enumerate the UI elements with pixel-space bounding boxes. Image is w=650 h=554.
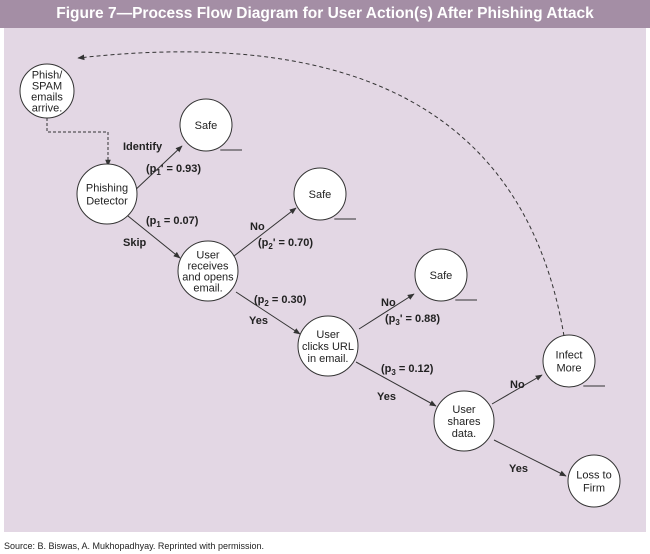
- edge-detector-to-user-opens: [127, 215, 181, 259]
- node-phish-spam-emails-circle: [19, 63, 75, 119]
- node-user-receives-opens-text: email.: [193, 283, 222, 295]
- node-user-receives-opens-text: receives: [188, 261, 229, 273]
- process-flow-diagram: Phish/SPAMemailsarrive.PhishingDetectorS…: [4, 28, 646, 532]
- node-safe-2: Safe: [293, 167, 356, 221]
- diagram-background: [4, 28, 646, 532]
- label-no-2: No: [381, 297, 396, 309]
- node-safe-1: Safe: [179, 98, 242, 152]
- node-safe-3: Safe: [414, 248, 477, 302]
- node-phish-spam-emails-text: SPAM: [32, 81, 62, 93]
- prob-p2: (p2 = 0.30): [254, 294, 307, 308]
- edge-phish-to-detector: [46, 118, 111, 167]
- prob-p3-prime: (p3' = 0.88): [385, 313, 440, 327]
- node-infect-more-text: More: [556, 363, 581, 375]
- edge-user-clicks-to-user-shares: [355, 361, 437, 407]
- node-safe-1-text: Safe: [195, 120, 218, 132]
- edge-user-clicks-to-safe3: [358, 293, 415, 330]
- node-user-clicks-url-circle: [297, 315, 359, 377]
- node-safe-3-text: Safe: [430, 270, 453, 282]
- node-user-clicks-url-text: clicks URL: [302, 341, 354, 353]
- node-safe-3-circle: [414, 248, 468, 302]
- node-user-shares-data-text: data.: [452, 428, 476, 440]
- node-safe-2-text: Safe: [309, 189, 332, 201]
- edge-user-shares-to-infect: [491, 374, 543, 405]
- node-loss-to-firm-text: Firm: [583, 483, 605, 495]
- prob-p1-prime: (p1' = 0.93): [146, 163, 201, 177]
- node-phishing-detector-text: Detector: [86, 196, 128, 208]
- edge-user-shares-to-loss: [493, 439, 567, 477]
- node-phishing-detector-circle: [76, 163, 138, 225]
- node-infect-more-text: Infect: [556, 350, 583, 362]
- node-user-clicks-url-text: in email.: [308, 353, 349, 365]
- node-loss-to-firm-text: Loss to: [576, 470, 611, 482]
- node-phish-spam-emails-text: Phish/: [32, 70, 64, 82]
- node-user-shares-data-circle: [433, 390, 495, 452]
- node-safe-2-circle: [293, 167, 347, 221]
- label-yes-2: Yes: [377, 391, 396, 403]
- edge-user-opens-to-safe2: [233, 207, 297, 257]
- node-loss-to-firm-circle: [567, 454, 621, 508]
- node-user-shares-data-text: User: [452, 404, 476, 416]
- source-note: Source: B. Biswas, A. Mukhopadhyay. Repr…: [4, 541, 264, 551]
- node-user-clicks-url-text: User: [316, 329, 340, 341]
- node-phishing-detector-text: Phishing: [86, 183, 128, 195]
- node-user-receives-opens-text: User: [196, 250, 220, 262]
- label-no-1: No: [250, 221, 265, 233]
- label-yes-1: Yes: [249, 315, 268, 327]
- node-phish-spam-emails-text: arrive.: [32, 103, 63, 115]
- label-no-3: No: [510, 379, 525, 391]
- node-safe-1-circle: [179, 98, 233, 152]
- node-user-receives-opens-text: and opens: [182, 272, 234, 284]
- node-user-receives-opens-circle: [177, 240, 239, 302]
- label-yes-3: Yes: [509, 463, 528, 475]
- edge-user-opens-to-user-clicks: [235, 291, 301, 335]
- label-skip: Skip: [123, 237, 147, 249]
- node-infect-more-circle: [542, 334, 596, 388]
- prob-p3: (p3 = 0.12): [381, 363, 434, 377]
- prob-p2-prime: (p2' = 0.70): [258, 237, 313, 251]
- figure-title: Figure 7—Process Flow Diagram for User A…: [0, 0, 650, 28]
- label-identify: Identify: [123, 141, 163, 153]
- edge-detector-to-safe1: [131, 145, 183, 194]
- prob-p1: (p1 = 0.07): [146, 215, 199, 229]
- node-phish-spam-emails-text: emails: [31, 92, 63, 104]
- node-user-shares-data-text: shares: [447, 416, 481, 428]
